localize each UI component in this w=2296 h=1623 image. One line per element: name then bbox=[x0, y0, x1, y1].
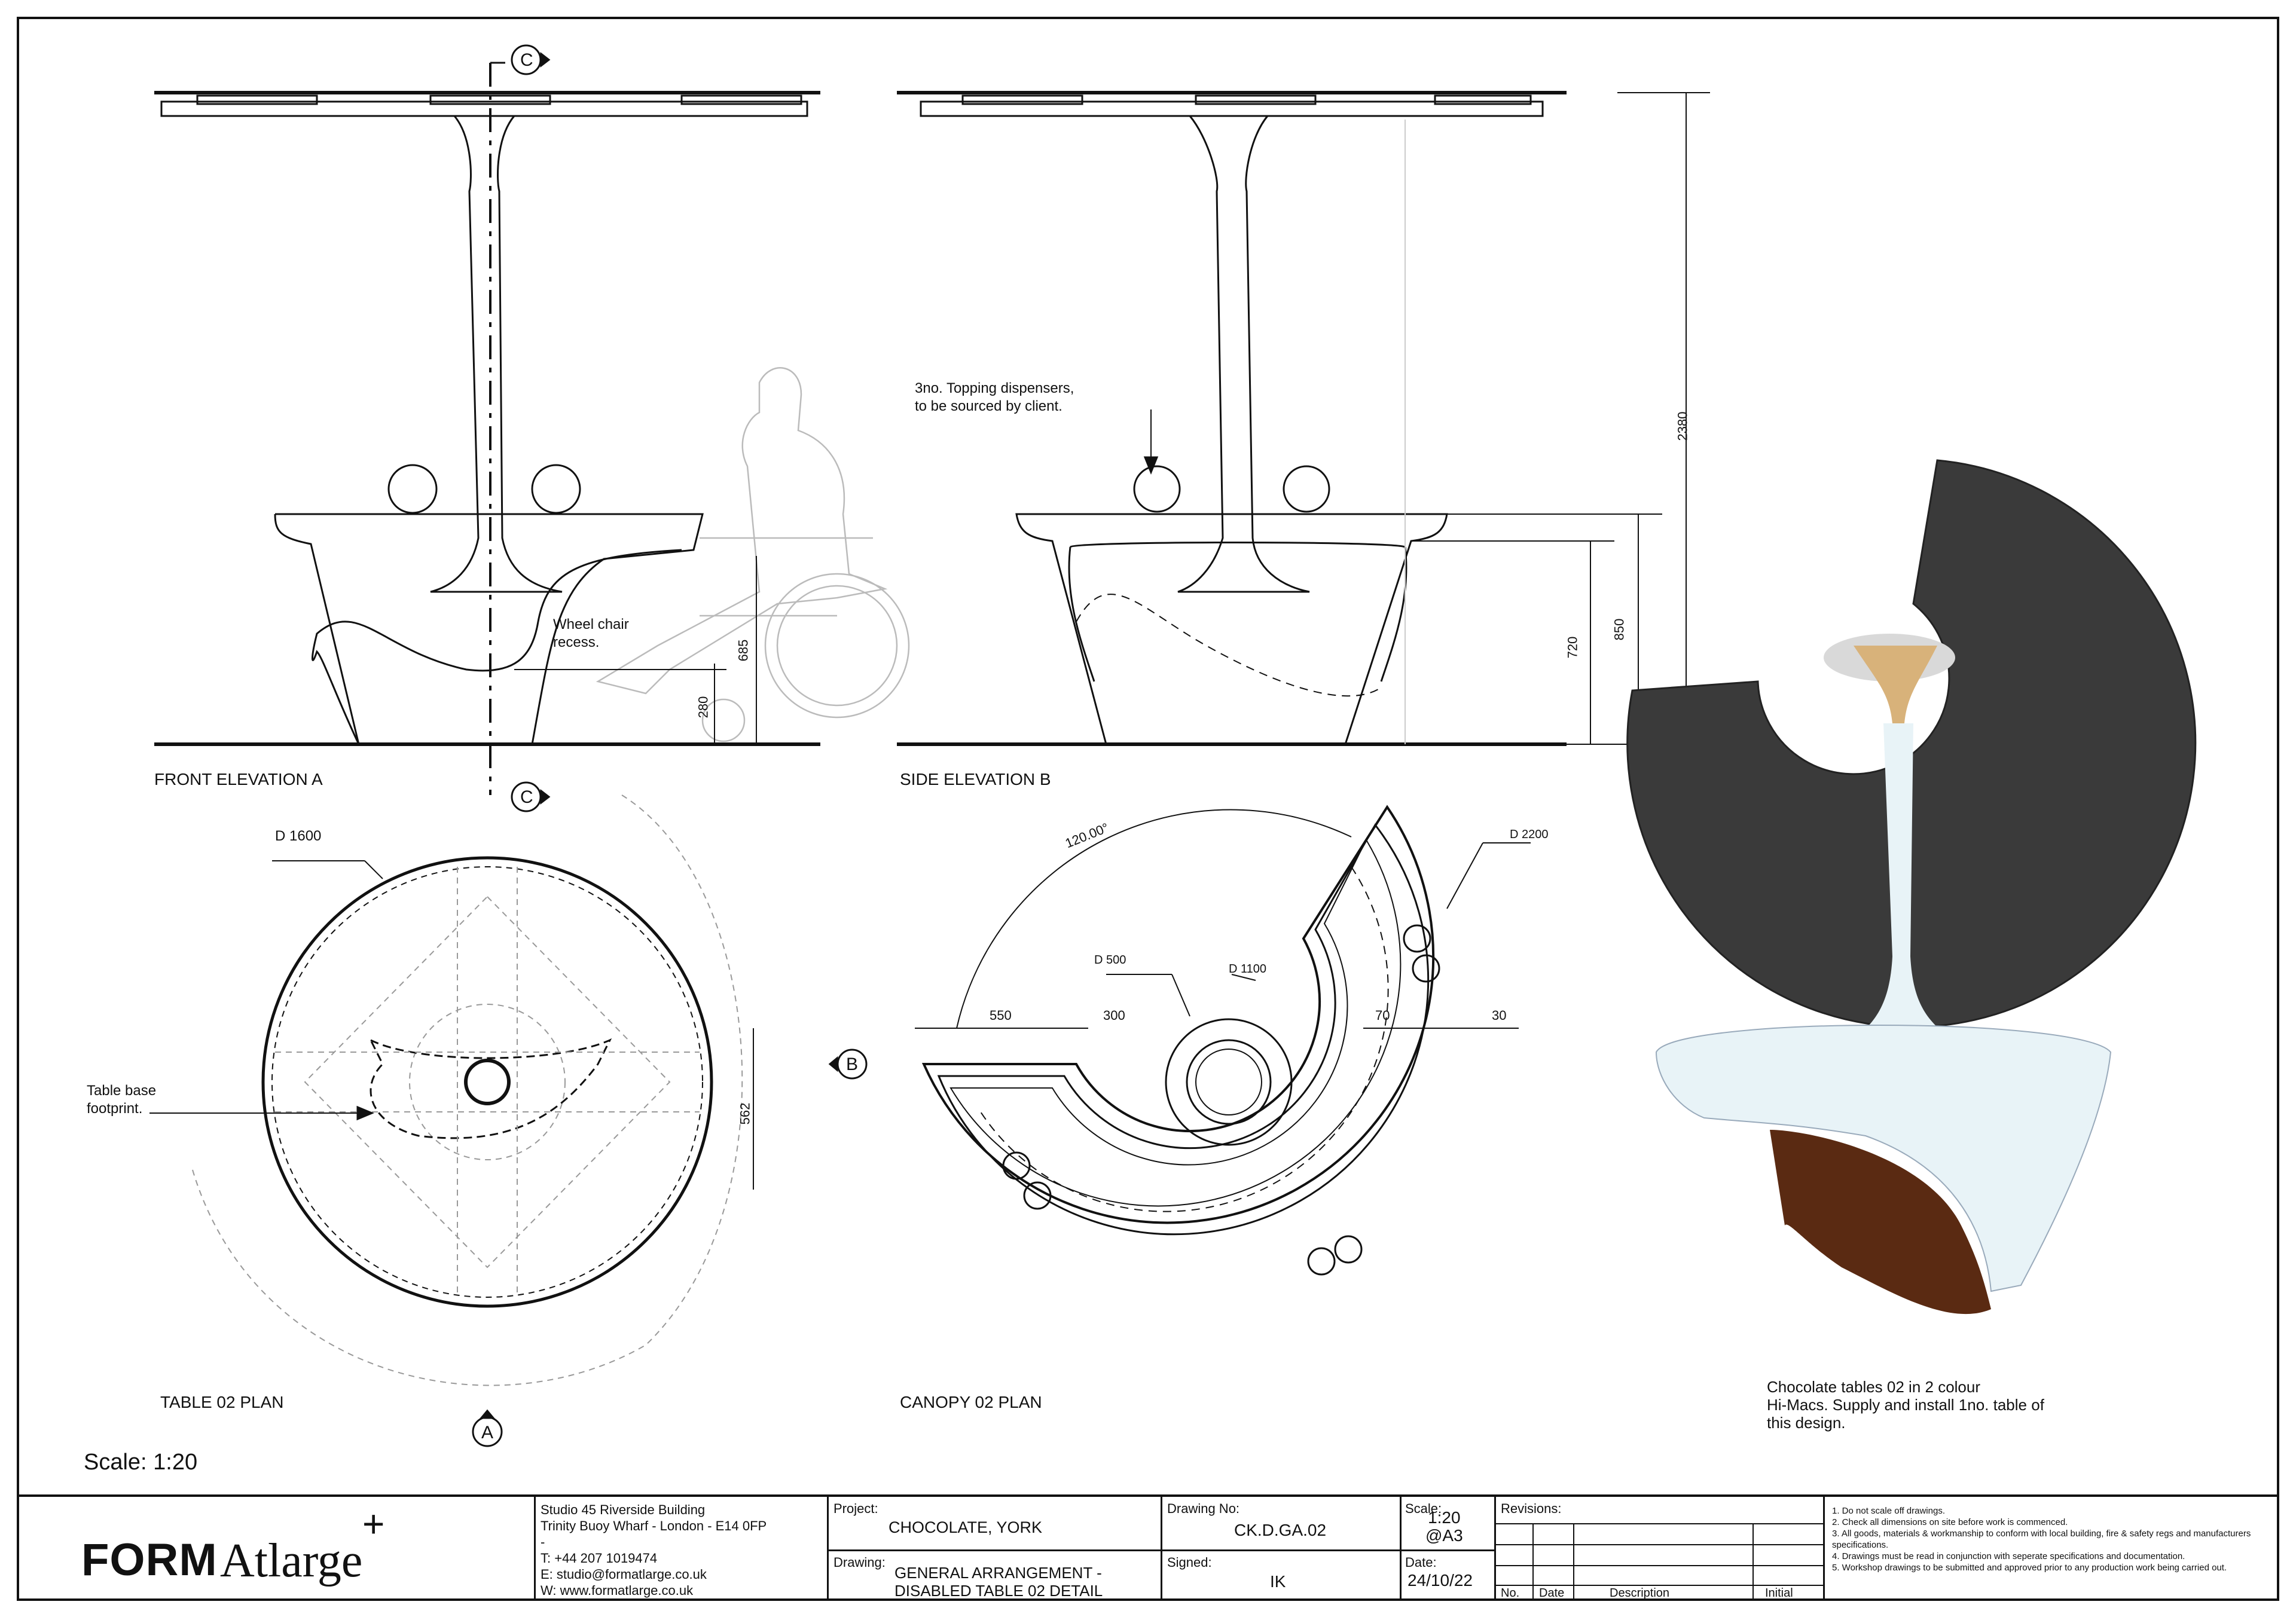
dim-30: 30 bbox=[1492, 1008, 1507, 1023]
revisions-label: Revisions: bbox=[1501, 1501, 1562, 1516]
note-1: 1. Do not scale off drawings. bbox=[1832, 1506, 1945, 1516]
general-notes: 1. Do not scale off drawings. 2. Check a… bbox=[1832, 1505, 2286, 1573]
date-value: 24/10/22 bbox=[1407, 1571, 1473, 1590]
section-a-label: A bbox=[481, 1423, 494, 1442]
dim-ring-diameter: D 1100 bbox=[1229, 962, 1267, 976]
dim-inner-height: 720 bbox=[1565, 636, 1580, 659]
section-markers bbox=[472, 44, 868, 1447]
project-name: CHOCOLATE, YORK bbox=[889, 1518, 1043, 1536]
drawing-number: CK.D.GA.02 bbox=[1234, 1521, 1327, 1539]
rev-header-date: Date bbox=[1539, 1587, 1565, 1600]
logo-form: FORM bbox=[81, 1535, 218, 1585]
front-elevation-title: FRONT ELEVATION A bbox=[154, 770, 323, 788]
dim-recess-height: 685 bbox=[735, 639, 751, 662]
drawing-label: Drawing: bbox=[833, 1555, 886, 1570]
dim-recess-depth: 562 bbox=[737, 1102, 753, 1125]
canopy-plan-title: CANOPY 02 PLAN bbox=[900, 1393, 1042, 1411]
table-plan-drawing bbox=[149, 794, 754, 1386]
note-3: 3. All goods, materials & workmanship to… bbox=[1832, 1529, 2251, 1550]
project-label: Project: bbox=[833, 1501, 878, 1516]
signed-label: Signed: bbox=[1167, 1555, 1212, 1570]
wheelchair-note: Wheel chair recess. bbox=[553, 616, 629, 650]
section-c-bottom-label: C bbox=[520, 787, 533, 807]
logo-plus: + bbox=[362, 1502, 385, 1545]
revisions-cell: Revisions: No. Date Description Initial bbox=[1496, 1497, 1825, 1601]
dim-centre-diameter: D 500 bbox=[1094, 953, 1126, 967]
dim-table-diameter: D 1600 bbox=[275, 828, 322, 844]
rev-header-no: No. bbox=[1501, 1587, 1520, 1600]
drawing-no-cell: Drawing No: CK.D.GA.02 Signed: IK bbox=[1162, 1497, 1402, 1601]
project-cell: Project: CHOCOLATE, YORK Drawing: GENERA… bbox=[829, 1497, 1162, 1601]
note-5: 5. Workshop drawings to be submitted and… bbox=[1832, 1563, 2227, 1573]
revisions-grid bbox=[1496, 1523, 1825, 1601]
note-4: 4. Drawings must be read in conjunction … bbox=[1832, 1551, 2185, 1561]
studio-address: Studio 45 Riverside Building Trinity Buo… bbox=[541, 1502, 767, 1598]
dim-table-height: 850 bbox=[1611, 618, 1627, 641]
scale-cell: Scale: 1:20 @A3 Date: 24/10/22 bbox=[1402, 1497, 1496, 1601]
scale-label: Scale: bbox=[1405, 1501, 1442, 1516]
dim-canopy-diameter: D 2200 bbox=[1510, 828, 1549, 841]
side-elevation-title: SIDE ELEVATION B bbox=[900, 770, 1051, 788]
address-cell: Studio 45 Riverside Building Trinity Buo… bbox=[536, 1497, 829, 1601]
technical-drawing bbox=[149, 44, 2197, 1447]
drawing-no-label: Drawing No: bbox=[1167, 1501, 1240, 1516]
front-elevation-drawing bbox=[154, 63, 910, 795]
rev-header-initial: Initial bbox=[1765, 1587, 1793, 1600]
render-image bbox=[1626, 459, 2197, 1315]
rev-header-description: Description bbox=[1610, 1587, 1670, 1600]
dim-overall-height: 2380 bbox=[1675, 411, 1690, 441]
logo-cell: FORM Atlarge + bbox=[17, 1497, 536, 1601]
drawing-title: GENERAL ARRANGEMENT - DISABLED TABLE 02 … bbox=[894, 1564, 1103, 1600]
side-elevation-drawing bbox=[897, 91, 1710, 746]
signed-initials: IK bbox=[1270, 1572, 1286, 1591]
scale-note: Scale: 1:20 bbox=[84, 1450, 198, 1475]
note-2: 2. Check all dimensions on site before w… bbox=[1832, 1517, 2068, 1527]
dim-300: 300 bbox=[1103, 1008, 1125, 1023]
table-plan-title: TABLE 02 PLAN bbox=[160, 1393, 284, 1411]
dim-knee-height: 280 bbox=[695, 696, 711, 719]
title-block: FORM Atlarge + Studio 45 Riverside Build… bbox=[17, 1494, 2279, 1601]
dim-550: 550 bbox=[990, 1008, 1012, 1023]
dispensers-note: 3no. Topping dispensers, to be sourced b… bbox=[915, 380, 1074, 414]
canopy-plan-drawing bbox=[915, 805, 1531, 1276]
footprint-note: Table base footprint. bbox=[87, 1083, 157, 1117]
section-c-top-label: C bbox=[520, 50, 533, 70]
render-caption: Chocolate tables 02 in 2 colour Hi-Macs.… bbox=[1767, 1378, 2044, 1432]
dim-70: 70 bbox=[1375, 1008, 1390, 1023]
section-b-label: B bbox=[846, 1055, 859, 1074]
drawing-sheet bbox=[17, 17, 2279, 1601]
general-notes-cell: 1. Do not scale off drawings. 2. Check a… bbox=[1825, 1497, 2279, 1601]
date-label: Date: bbox=[1405, 1555, 1437, 1570]
logo-atlarge: Atlarge bbox=[220, 1535, 363, 1587]
scale-value: 1:20 @A3 bbox=[1425, 1508, 1463, 1545]
